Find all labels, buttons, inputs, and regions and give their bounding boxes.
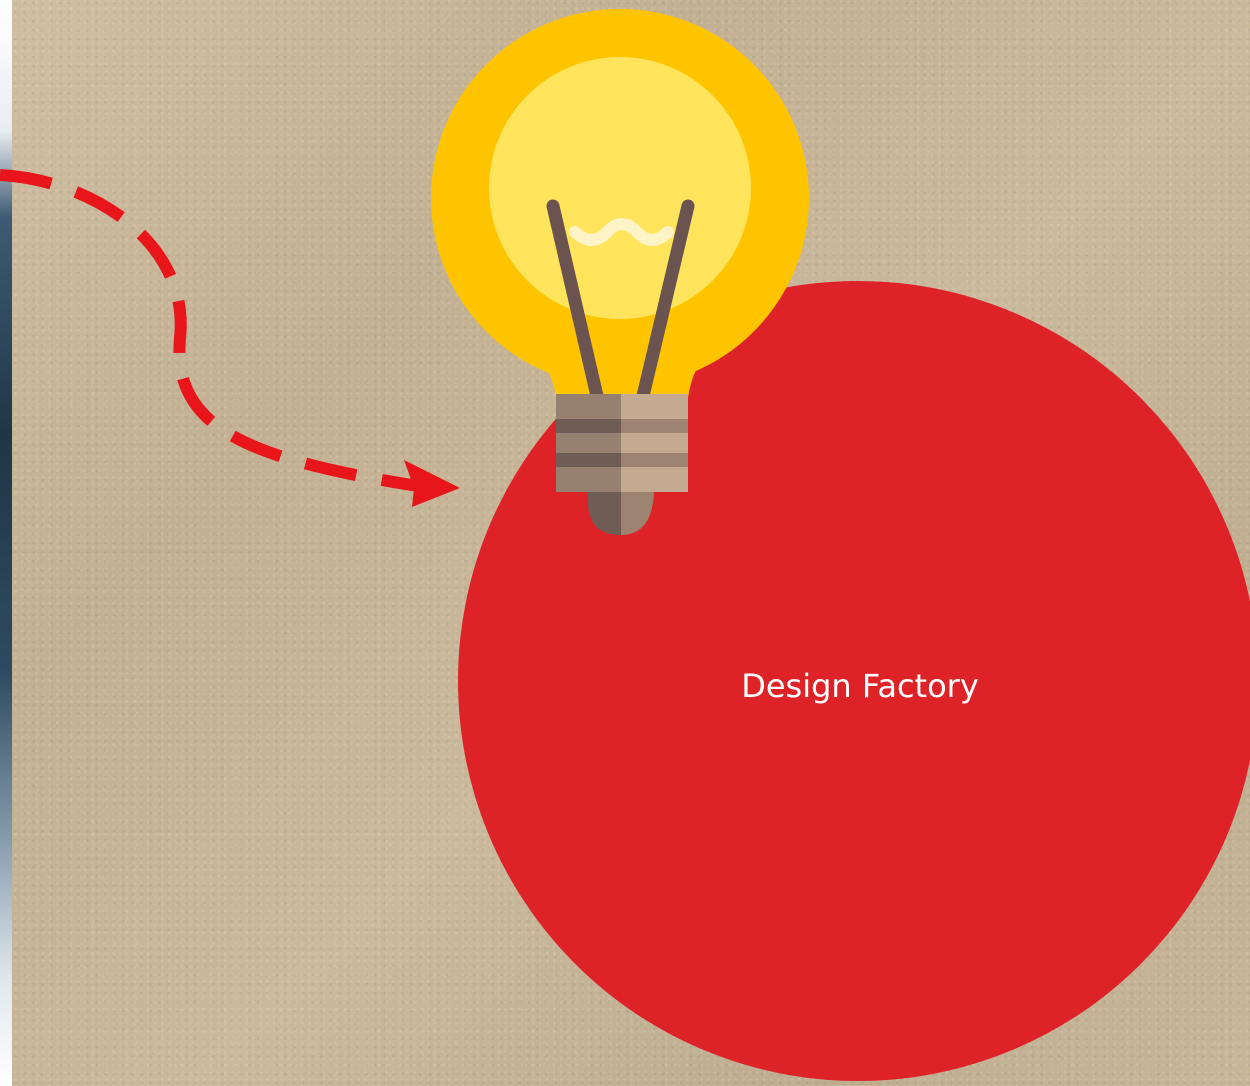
light-bulb-icon [431, 9, 809, 535]
left-photo-edge [0, 0, 12, 1086]
circle-label: Design Factory [741, 667, 979, 705]
dashed-arrow [0, 169, 460, 507]
